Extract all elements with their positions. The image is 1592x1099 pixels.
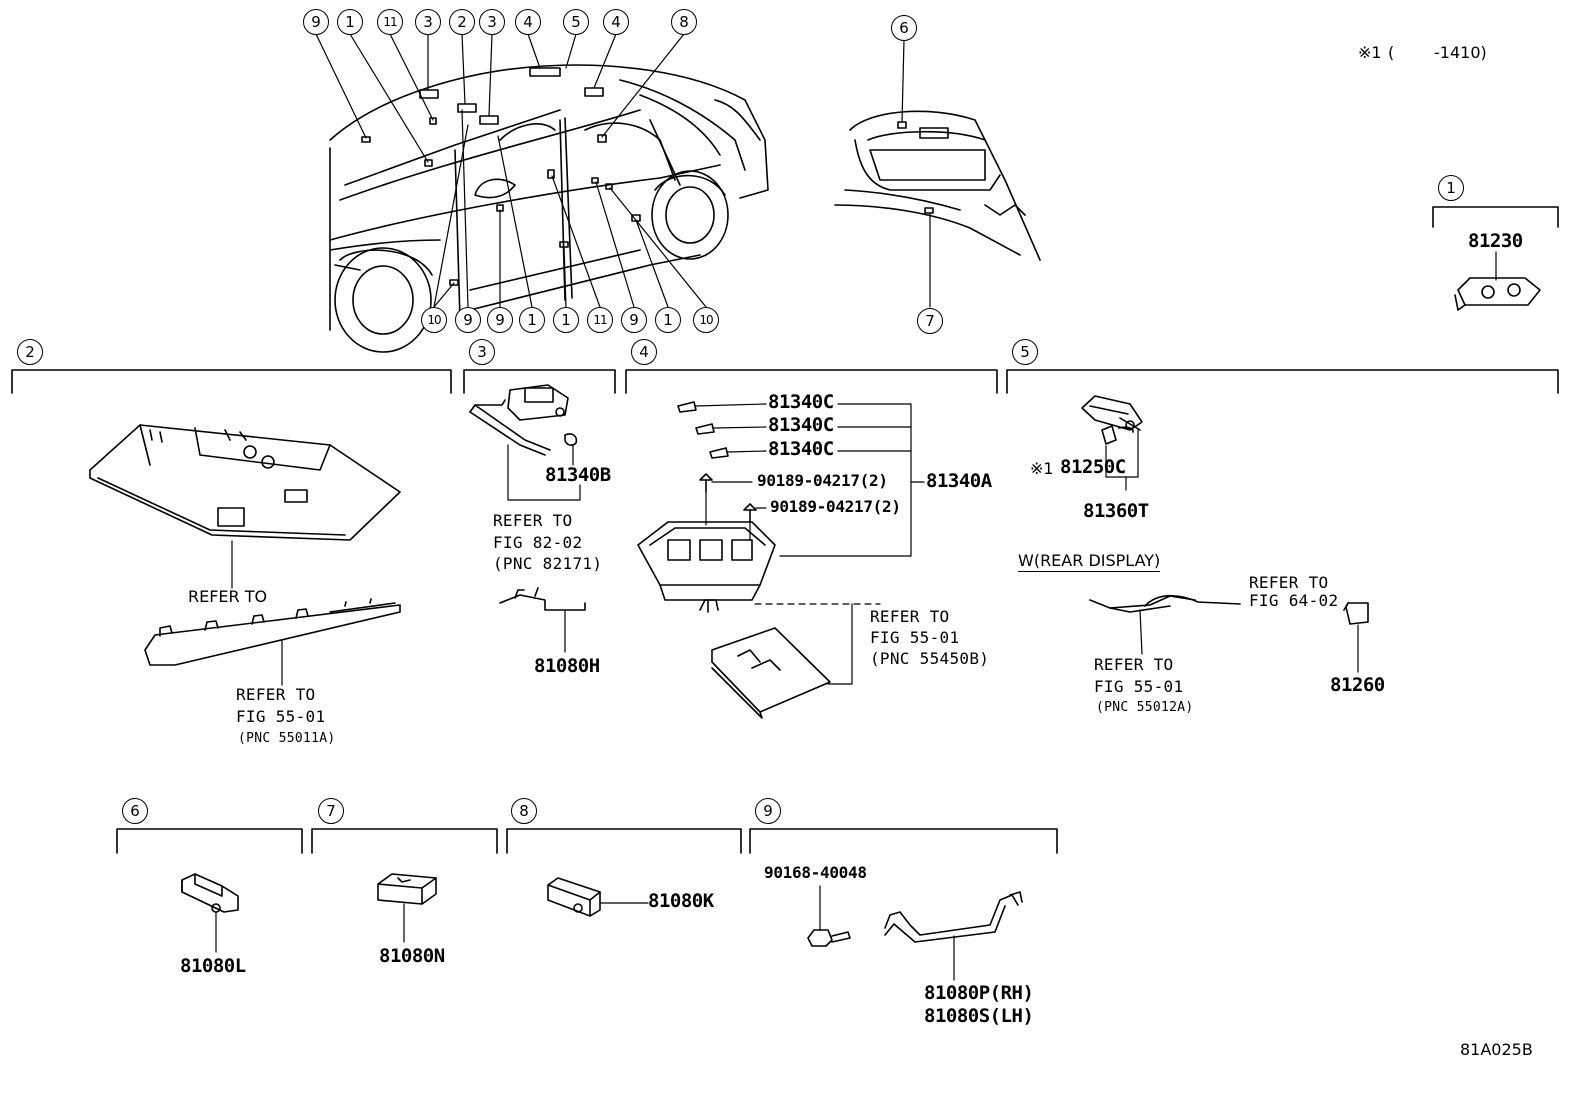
group-3-fig: FIG 82-02 — [493, 533, 583, 552]
drawing-id: 81A025B — [1460, 1040, 1533, 1059]
part-81080N-drawing — [377, 873, 437, 943]
callout-bottom-3: 9 — [487, 307, 513, 333]
part-number-81340C-2: 81340C — [768, 414, 834, 436]
part-number-81360T: 81360T — [1083, 500, 1149, 522]
callout-bottom-1: 10 — [421, 307, 447, 333]
callout-top-5: 2 — [449, 9, 475, 35]
group-5-callout: 5 — [1012, 339, 1038, 365]
part-number-81080N: 81080N — [379, 945, 445, 967]
callout-bottom-8: 1 — [655, 307, 681, 333]
callout-bottom-2: 9 — [455, 307, 481, 333]
group-5-fig-b: FIG 55-01 — [1094, 677, 1184, 696]
group-5-pnc-b: (PNC 55012A) — [1096, 700, 1194, 715]
section-brackets — [11, 369, 1559, 854]
callout-top-8: 5 — [563, 9, 589, 35]
callout-bottom-5: 1 — [553, 307, 579, 333]
callout-top-6: 3 — [479, 9, 505, 35]
part-group-5-drawing — [1081, 395, 1369, 673]
group-2-callout: 2 — [17, 339, 43, 365]
part-group-9-drawing — [807, 885, 1023, 981]
part-81230-drawing — [1454, 277, 1541, 311]
group-1-bracket — [1432, 206, 1559, 281]
trunk-illustration — [834, 39, 1041, 308]
part-group-4-drawing — [637, 401, 925, 719]
part-number-81080H: 81080H — [534, 655, 600, 677]
part-number-81340A: 81340A — [926, 470, 992, 492]
group-5-note-mark: ※1 — [1030, 459, 1054, 478]
note-range: -1410) — [1434, 43, 1487, 62]
group-4-pnc: (PNC 55450B) — [870, 649, 990, 668]
part-81080L-drawing — [181, 873, 239, 953]
group-5-fig-a: FIG 64-02 — [1249, 591, 1339, 610]
callout-bottom-7: 9 — [621, 307, 647, 333]
part-number-90189-04217-upper: 90189-04217(2) — [757, 471, 888, 490]
group-2-refer-to-upper: REFER TO — [188, 587, 268, 606]
group-3-callout: 3 — [469, 339, 495, 365]
part-number-81340C-1: 81340C — [768, 391, 834, 413]
group-2-refer-to: REFER TO — [236, 685, 316, 704]
part-number-81080P-RH: 81080P(RH) — [924, 982, 1034, 1004]
group-5-variant-label: W(REAR DISPLAY) — [1018, 551, 1161, 572]
note-mark: ※1 — [1358, 43, 1382, 62]
callout-top-3: 11 — [377, 9, 403, 35]
bottom-callout-leaders — [433, 109, 707, 308]
group-1-callout: 1 — [1438, 175, 1464, 201]
part-group-3-drawing — [469, 384, 586, 653]
part-number-81080K: 81080K — [648, 890, 714, 912]
part-number-90168-40048: 90168-40048 — [764, 863, 867, 882]
group-5-refer-to-a: REFER TO — [1249, 573, 1329, 592]
callout-top-2: 1 — [337, 9, 363, 35]
part-81080K-drawing — [547, 877, 649, 917]
callout-top-9: 4 — [603, 9, 629, 35]
part-number-81230: 81230 — [1468, 230, 1523, 252]
part-number-81340B: 81340B — [545, 464, 611, 486]
part-number-81260: 81260 — [1330, 674, 1385, 696]
group-4-refer-to: REFER TO — [870, 607, 950, 626]
group-4-fig: FIG 55-01 — [870, 628, 960, 647]
callout-top-7: 4 — [515, 9, 541, 35]
callout-top-4: 3 — [415, 9, 441, 35]
group-2-pnc: (PNC 55011A) — [238, 731, 336, 746]
group-5-refer-to-b: REFER TO — [1094, 655, 1174, 674]
note-bracket-open: ( — [1388, 43, 1395, 62]
callout-bottom-9: 10 — [693, 307, 719, 333]
part-number-90189-04217-lower: 90189-04217(2) — [770, 497, 901, 516]
callout-bottom-6: 11 — [587, 307, 613, 333]
group-3-refer-to: REFER TO — [493, 511, 573, 530]
part-group-2-drawing — [89, 424, 401, 686]
part-number-81250C: 81250C — [1060, 456, 1126, 478]
group-9-callout: 9 — [755, 798, 781, 824]
part-number-81080L: 81080L — [180, 955, 246, 977]
group-3-pnc: (PNC 82171) — [493, 554, 603, 573]
group-4-callout: 4 — [631, 339, 657, 365]
top-callout-leaders — [315, 33, 685, 163]
group-2-fig: FIG 55-01 — [236, 707, 326, 726]
group-7-callout: 7 — [318, 798, 344, 824]
callout-bottom-4: 1 — [519, 307, 545, 333]
callout-top-1: 9 — [303, 9, 329, 35]
callout-trunk-lower: 7 — [917, 308, 943, 334]
part-number-81080S-LH: 81080S(LH) — [924, 1005, 1034, 1027]
group-6-callout: 6 — [122, 798, 148, 824]
callout-trunk-upper: 6 — [891, 15, 917, 41]
callout-top-10: 8 — [671, 9, 697, 35]
group-8-callout: 8 — [511, 798, 537, 824]
part-number-81340C-3: 81340C — [768, 438, 834, 460]
